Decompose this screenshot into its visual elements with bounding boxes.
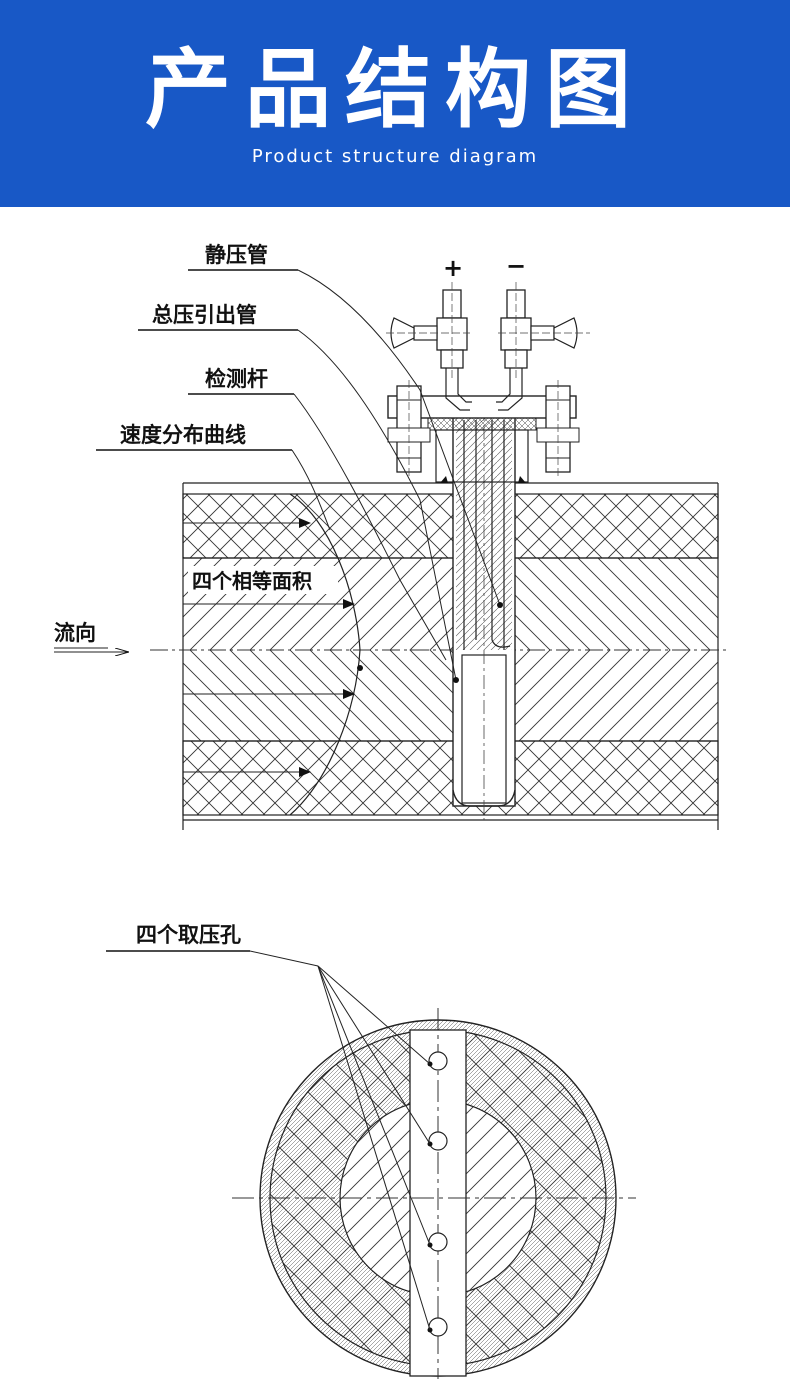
flow-direction: 流向 [54, 621, 128, 652]
four-areas-label: 四个相等面积 [192, 569, 312, 593]
pressure-hole-1 [428, 1051, 448, 1071]
valve-left [386, 282, 472, 411]
pipe-wall-top [182, 493, 719, 559]
flow-hatch-ur [515, 558, 718, 650]
callout-total-tube: 总压引出管 [138, 303, 459, 683]
velocity-curve-label: 速度分布曲线 [120, 423, 246, 447]
static-tube-label: 静压管 [205, 243, 268, 267]
probe-rod [452, 400, 516, 820]
callout-static-tube: 静压管 [188, 243, 503, 608]
pressure-hole-2 [428, 1131, 448, 1151]
minus-sign: − [506, 252, 526, 280]
probe-rod-label: 检测杆 [205, 367, 268, 391]
four-holes-label: 四个取压孔 [136, 923, 241, 947]
velocity-curve [289, 493, 361, 816]
plus-sign: + [443, 254, 463, 282]
callout-velocity-curve: 速度分布曲线 [96, 423, 331, 531]
pipe-wall-bottom [182, 740, 719, 816]
velocity-profile [183, 493, 363, 816]
flow-hatch-ll [183, 650, 453, 741]
flange-assembly [386, 282, 590, 483]
four-areas-label-group: 四个相等面积 [188, 566, 338, 594]
page-subtitle: Product structure diagram [251, 146, 539, 167]
flow-direction-label: 流向 [54, 621, 96, 645]
page-title: 产品结构图 [145, 40, 645, 140]
pressure-hole-4 [428, 1317, 448, 1337]
callout-probe-rod: 检测杆 [188, 367, 447, 661]
valve-right [496, 282, 590, 411]
total-tube-label: 总压引出管 [152, 303, 257, 327]
pipe-section [150, 482, 730, 830]
pressure-hole-3 [428, 1232, 448, 1252]
bolt-right [536, 380, 580, 478]
bolt-left [387, 380, 431, 478]
flow-hatch-lr [515, 650, 718, 741]
callout-four-holes: 四个取压孔 [106, 923, 431, 1331]
header-banner: 产品结构图 Product structure diagram [0, 0, 790, 207]
cross-section [232, 1008, 636, 1379]
